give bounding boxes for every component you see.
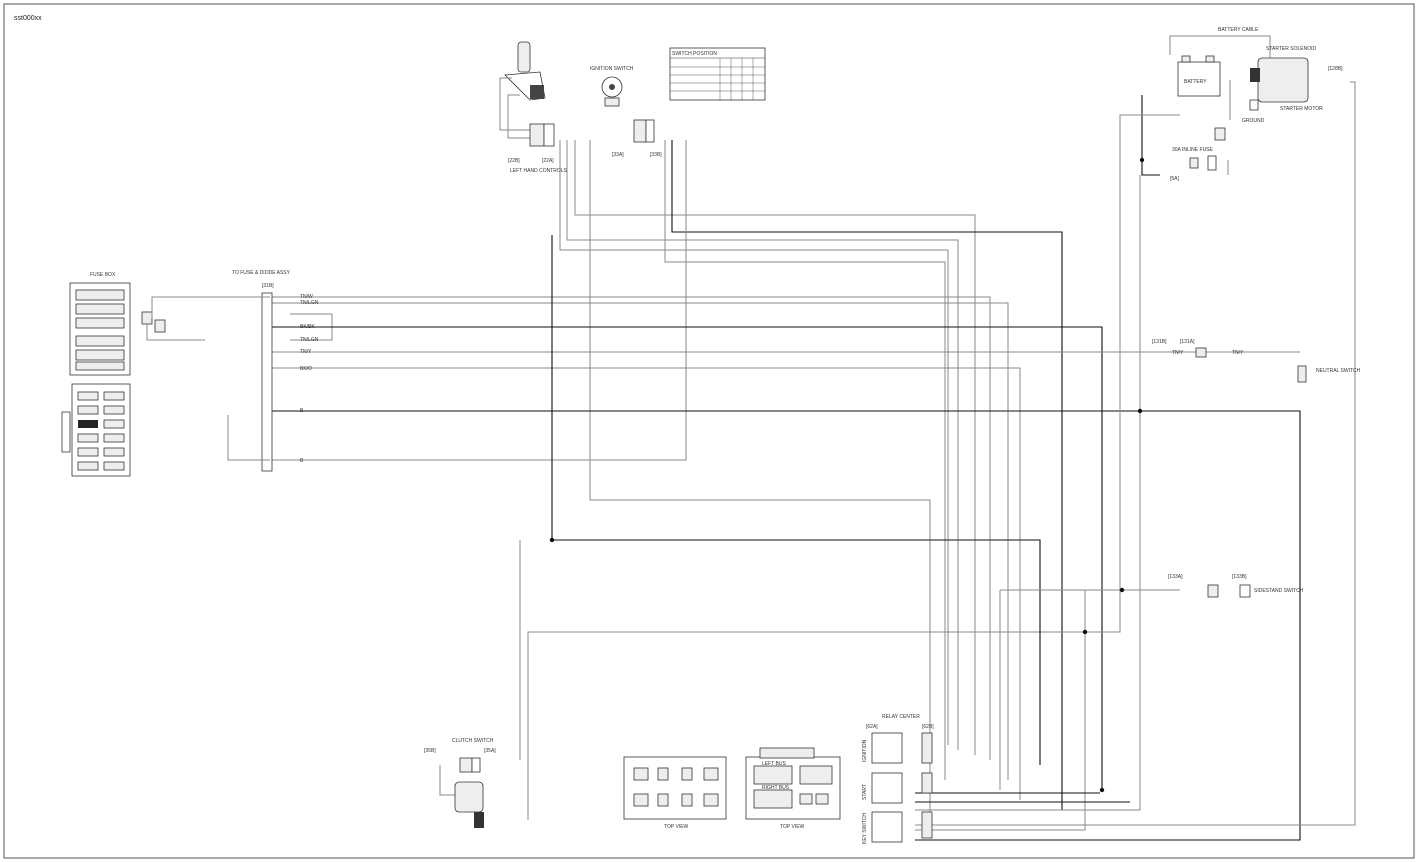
svg-text:BK/O: BK/O xyxy=(300,366,312,372)
svg-text:BK/BK: BK/BK xyxy=(300,324,315,330)
left-hand-controls: [22B] [22A] LEFT HAND CONTROLS xyxy=(499,41,568,174)
battery xyxy=(1177,61,1221,97)
svg-text:[31B]: [31B] xyxy=(262,283,274,289)
svg-text:TN/LGN: TN/LGN xyxy=(300,337,319,343)
svg-text:[33A]: [33A] xyxy=(612,152,624,158)
svg-text:[5A]: [5A] xyxy=(1170,176,1180,182)
svg-text:IGNITION SWITCH: IGNITION SWITCH xyxy=(590,66,634,72)
svg-text:STARTER SOLENOID: STARTER SOLENOID xyxy=(1266,46,1316,52)
top-view-1: TOP VIEW xyxy=(623,756,727,830)
wire-harness xyxy=(270,35,1356,841)
fuse-diode-assembly: TO FUSE & DIODE ASSY [31B] TN/W TN/LGN B… xyxy=(141,270,319,472)
svg-text:SIDESTAND SWITCH: SIDESTAND SWITCH xyxy=(1254,588,1304,594)
svg-text:TO FUSE & DIODE ASSY: TO FUSE & DIODE ASSY xyxy=(232,270,291,276)
svg-text:[22A]: [22A] xyxy=(542,158,554,164)
top-view-2: LEFT BUS RIGHT BUS TOP VIEW xyxy=(745,747,841,830)
svg-text:START: START xyxy=(862,784,868,800)
svg-text:IGNITION: IGNITION xyxy=(862,739,868,762)
svg-text:30A INLINE FUSE: 30A INLINE FUSE xyxy=(1172,147,1214,153)
svg-text:GROUND: GROUND xyxy=(1242,118,1265,124)
svg-text:TN/Y: TN/Y xyxy=(1172,350,1184,356)
starter-motor xyxy=(1257,57,1309,103)
svg-text:TN/W: TN/W xyxy=(300,294,313,300)
svg-text:[128B]: [128B] xyxy=(1328,66,1343,72)
svg-text:[35A]: [35A] xyxy=(484,748,496,754)
svg-text:RELAY CENTER: RELAY CENTER xyxy=(882,714,920,720)
neutral-switch: [131B] [131A] TN/Y TN/Y NEUTRAL SWITCH xyxy=(1152,339,1361,383)
svg-text:B: B xyxy=(300,408,304,414)
svg-text:TOP VIEW: TOP VIEW xyxy=(780,824,805,830)
svg-text:RIGHT BUS: RIGHT BUS xyxy=(762,785,790,791)
switch-position-table: SWITCH POSITION xyxy=(669,47,766,101)
svg-text:STARTER MOTOR: STARTER MOTOR xyxy=(1280,106,1323,112)
svg-text:[62A]: [62A] xyxy=(866,724,878,730)
svg-text:LEFT HAND CONTROLS: LEFT HAND CONTROLS xyxy=(510,168,568,174)
sidestand-switch: [133A] [133B] SIDESTAND SWITCH xyxy=(1168,574,1304,598)
battery-starter-group: BATTERY CABLE BATTERY STARTER SOLENOID S… xyxy=(1170,27,1343,182)
clutch-switch: CLUTCH SWITCH [35B] [35A] xyxy=(424,738,496,828)
svg-text:NEUTRAL SWITCH: NEUTRAL SWITCH xyxy=(1316,368,1361,374)
svg-text:[35B]: [35B] xyxy=(424,748,436,754)
svg-text:FUSE BOX: FUSE BOX xyxy=(90,272,116,278)
svg-text:TN/LGN: TN/LGN xyxy=(300,300,319,306)
svg-text:CLUTCH SWITCH: CLUTCH SWITCH xyxy=(452,738,494,744)
svg-text:KEY SWITCH: KEY SWITCH xyxy=(862,813,868,844)
svg-text:TN/Y: TN/Y xyxy=(300,349,312,355)
svg-text:[62B]: [62B] xyxy=(922,724,934,730)
svg-text:LEFT BUS: LEFT BUS xyxy=(762,761,786,767)
svg-text:TOP VIEW: TOP VIEW xyxy=(664,824,689,830)
svg-text:BATTERY CABLE: BATTERY CABLE xyxy=(1218,27,1259,33)
svg-text:[133A]: [133A] xyxy=(1168,574,1183,580)
svg-text:[22B]: [22B] xyxy=(508,158,520,164)
svg-text:B: B xyxy=(300,458,304,464)
svg-text:[33B]: [33B] xyxy=(650,152,662,158)
svg-text:[133B]: [133B] xyxy=(1232,574,1247,580)
relay-center: RELAY CENTER [62A] [62B] IGNITION START … xyxy=(862,714,934,844)
svg-text:[131A]: [131A] xyxy=(1180,339,1195,345)
ignition-switch: IGNITION SWITCH [33A] [33B] xyxy=(590,66,662,158)
figure-id: sst000xx xyxy=(14,15,42,22)
sheet-border xyxy=(3,3,1415,859)
fuse-box: FUSE BOX xyxy=(61,272,131,477)
svg-text:[131B]: [131B] xyxy=(1152,339,1167,345)
svg-text:BATTERY: BATTERY xyxy=(1184,79,1207,85)
svg-text:TN/Y: TN/Y xyxy=(1232,350,1244,356)
svg-text:SWITCH POSITION: SWITCH POSITION xyxy=(672,51,717,57)
